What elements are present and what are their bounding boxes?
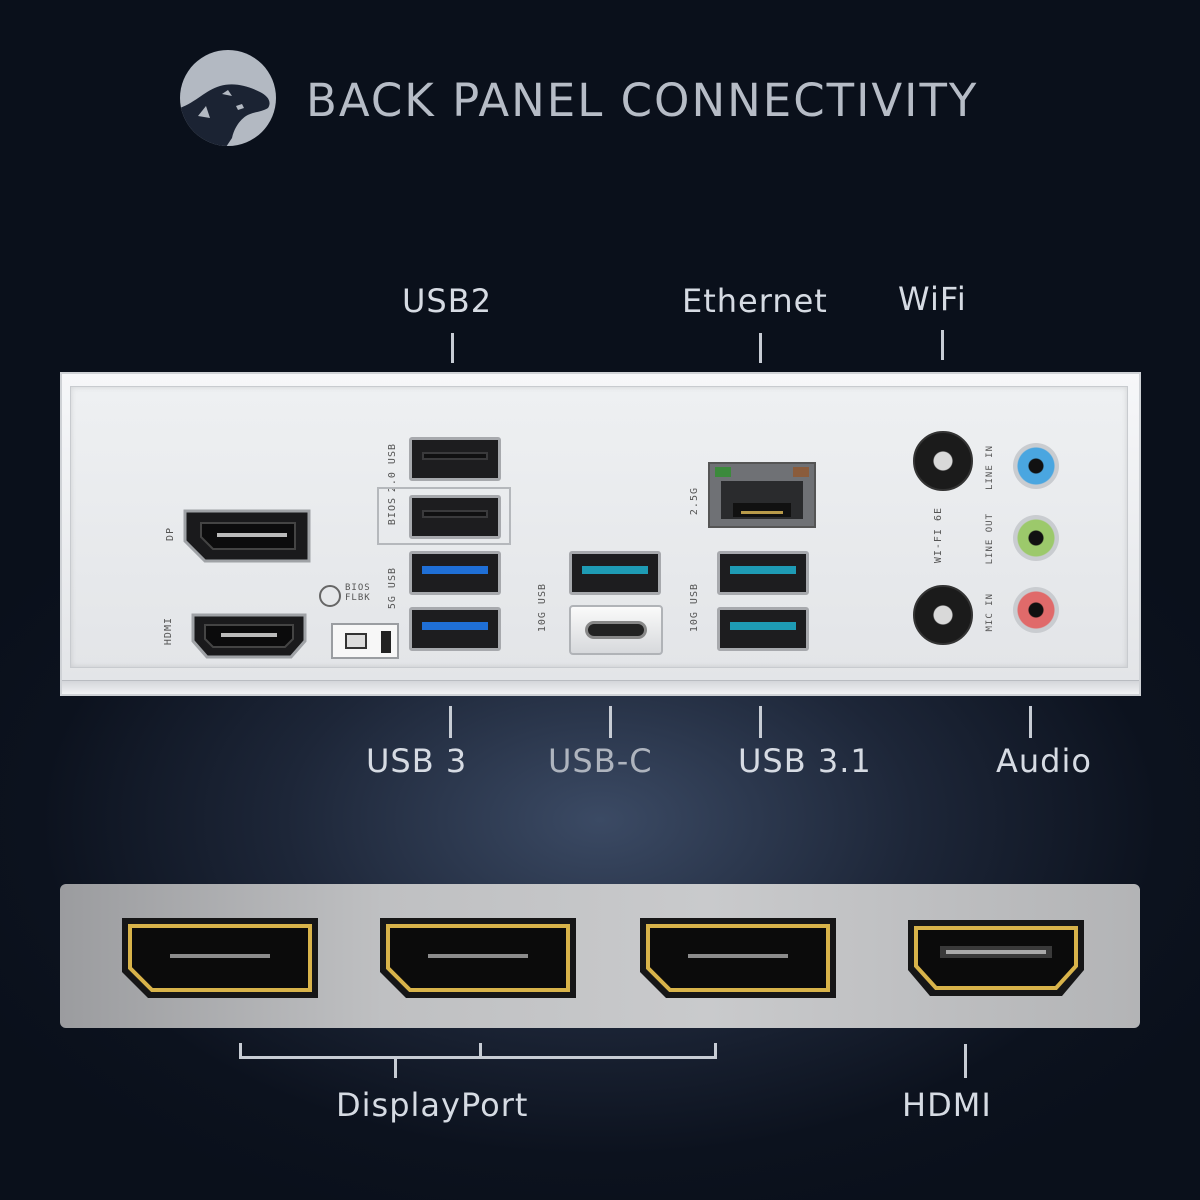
bios-flashback-icon xyxy=(319,585,341,607)
tick-usb2 xyxy=(451,333,454,363)
displayport-output-1 xyxy=(122,918,318,998)
silk-bios: BIOS xyxy=(387,497,398,526)
usb-c-port xyxy=(569,605,663,655)
bracket-right-tick xyxy=(714,1043,717,1059)
silk-line-in: LINE IN xyxy=(985,445,995,490)
silk-bios-flbk: BIOS FLBK xyxy=(345,583,371,603)
dinosaur-head-icon xyxy=(180,50,276,146)
io-shield-panel: DP HDMI 2.0 USB BIOS 5G USB xyxy=(60,372,1141,696)
usb3-port-1 xyxy=(409,551,501,595)
io-shield-bottom-edge xyxy=(62,680,1139,694)
tick-usb3 xyxy=(449,706,452,738)
page-title: BACK PANEL CONNECTIVITY xyxy=(306,74,979,127)
displayport-output-3 xyxy=(640,918,836,998)
tick-ethernet xyxy=(759,333,762,363)
silk-usb2: 2.0 USB xyxy=(387,443,398,493)
usb2-port-1 xyxy=(409,437,501,481)
label-wifi: WiFi xyxy=(898,280,967,318)
io-shield-plate: DP HDMI 2.0 USB BIOS 5G USB xyxy=(70,386,1128,668)
label-usbc: USB-C xyxy=(548,742,653,780)
hdmi-port xyxy=(191,613,307,659)
silk-mic-in: MIC IN xyxy=(985,593,995,632)
audio-mic-in-jack xyxy=(1013,587,1059,633)
label-usb2: USB2 xyxy=(402,282,493,320)
displayport-port xyxy=(183,509,311,563)
bracket-horizontal-line xyxy=(239,1056,717,1059)
label-hdmi: HDMI xyxy=(902,1086,992,1124)
silk-line-out: LINE OUT xyxy=(985,513,995,565)
bios-flashback-button[interactable] xyxy=(331,623,399,659)
silk-hdmi: HDMI xyxy=(163,617,174,646)
tick-hdmi xyxy=(964,1044,967,1078)
tick-usb31 xyxy=(759,706,762,738)
audio-line-out-jack xyxy=(1013,515,1059,561)
display-output-panel xyxy=(60,884,1140,1028)
label-usb31: USB 3.1 xyxy=(738,742,872,780)
usb31-port-1 xyxy=(717,551,809,595)
audio-line-in-jack xyxy=(1013,443,1059,489)
usb31-typea-port-center xyxy=(569,551,661,595)
label-ethernet: Ethernet xyxy=(682,282,828,320)
usb31-port-2 xyxy=(717,607,809,651)
bios-usb-frame xyxy=(377,487,511,545)
silk-usb5g: 5G USB xyxy=(387,567,398,610)
tick-wifi xyxy=(941,330,944,360)
usb3-port-2 xyxy=(409,607,501,651)
wifi-antenna-connector-1 xyxy=(913,431,973,491)
wifi-antenna-connector-2 xyxy=(913,585,973,645)
bracket-center-tick xyxy=(394,1058,397,1078)
silk-usbc-10g: 10G USB xyxy=(537,583,548,633)
bracket-middle-tick xyxy=(479,1043,482,1059)
hdmi-output xyxy=(908,920,1084,996)
silk-wifi: WI-FI 6E xyxy=(933,507,944,564)
silk-dp: DP xyxy=(165,527,176,542)
header: BACK PANEL CONNECTIVITY xyxy=(0,0,1200,180)
bracket-left-tick xyxy=(239,1043,242,1059)
ethernet-port xyxy=(708,462,816,528)
tick-audio xyxy=(1029,706,1032,738)
label-usb3: USB 3 xyxy=(366,742,468,780)
label-displayport: DisplayPort xyxy=(336,1086,529,1124)
usb2-bios-port xyxy=(409,495,501,539)
displayport-output-2 xyxy=(380,918,576,998)
tick-usbc xyxy=(609,706,612,738)
silk-lan: 2.5G xyxy=(689,487,700,516)
label-audio: Audio xyxy=(996,742,1092,780)
silk-usb-10g: 10G USB xyxy=(689,583,700,633)
